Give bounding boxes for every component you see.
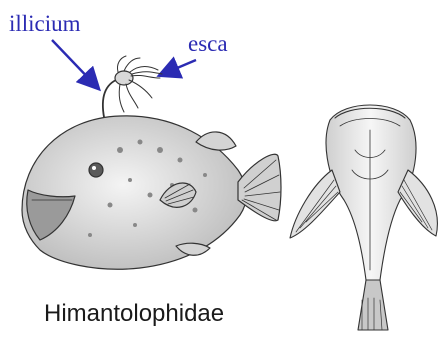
family-caption: Himantolophidae [44, 302, 224, 326]
ventral-tail [358, 280, 388, 330]
illicium-stalk [103, 80, 116, 122]
esca-label: esca [188, 32, 228, 55]
esca-bulb [115, 71, 133, 85]
illicium-label: illicium [9, 12, 81, 35]
ventral-left-fin [290, 170, 340, 238]
fish-eye [89, 163, 103, 177]
anglerfish-side-view [22, 56, 281, 269]
illicium-arrow [52, 40, 96, 86]
anglerfish-ventral-view [290, 105, 437, 330]
esca-arrow [163, 60, 196, 74]
